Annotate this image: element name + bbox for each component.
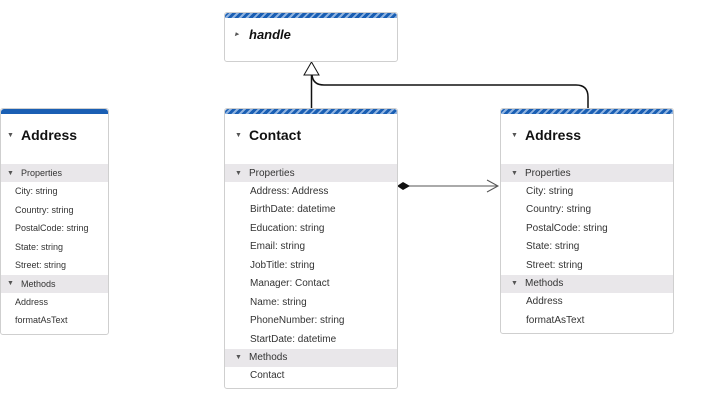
property-item[interactable]: PhoneNumber: string bbox=[250, 315, 345, 327]
properties-section-header[interactable]: ▼ Properties bbox=[1, 164, 108, 182]
section-label: Methods bbox=[249, 352, 288, 363]
inheritance-arrow-icon bbox=[303, 60, 320, 76]
class-name: handle bbox=[249, 26, 291, 42]
method-item[interactable]: formatAsText bbox=[15, 315, 68, 326]
collapse-triangle-icon[interactable]: ▼ bbox=[7, 280, 14, 287]
collapse-triangle-icon[interactable]: ▼ bbox=[511, 169, 518, 177]
property-item[interactable]: Manager: Contact bbox=[250, 278, 330, 290]
property-item[interactable]: JobTitle: string bbox=[250, 259, 315, 271]
properties-section-header[interactable]: ▼ Properties bbox=[225, 164, 397, 182]
class-name: Contact bbox=[249, 127, 302, 143]
property-item[interactable]: City: string bbox=[15, 186, 58, 197]
composition-diamond-icon bbox=[397, 182, 410, 190]
property-item[interactable]: Country: string bbox=[15, 204, 74, 215]
class-name: Address bbox=[525, 127, 582, 143]
class-header-bar bbox=[501, 109, 673, 114]
property-item[interactable]: State: string bbox=[15, 241, 64, 252]
method-item[interactable]: Address bbox=[15, 296, 49, 307]
class-box-handle[interactable]: ▸ handle bbox=[224, 12, 398, 62]
class-name: Address bbox=[21, 127, 78, 143]
collapse-triangle-icon[interactable]: ▼ bbox=[235, 354, 242, 361]
property-item[interactable]: Name: string bbox=[250, 296, 307, 308]
methods-section-header[interactable]: ▼ Methods bbox=[501, 274, 673, 293]
inheritance-line-address bbox=[311, 74, 589, 108]
collapse-triangle-icon[interactable]: ▼ bbox=[7, 169, 14, 177]
property-item[interactable]: Street: string bbox=[526, 259, 583, 271]
class-header-bar bbox=[1, 109, 108, 114]
collapse-triangle-icon[interactable]: ▼ bbox=[235, 169, 242, 177]
collapse-triangle-icon[interactable]: ▼ bbox=[511, 131, 518, 139]
properties-section-header[interactable]: ▼ Properties bbox=[501, 164, 673, 182]
methods-section-header[interactable]: ▼ Methods bbox=[1, 274, 108, 293]
property-item[interactable]: State: string bbox=[526, 241, 580, 253]
property-item[interactable]: Country: string bbox=[526, 204, 592, 216]
property-item[interactable]: PostalCode: string bbox=[526, 222, 608, 234]
class-header-bar bbox=[225, 109, 397, 114]
property-item[interactable]: Education: string bbox=[250, 222, 325, 234]
property-item[interactable]: City: string bbox=[526, 185, 574, 197]
property-item[interactable]: Address: Address bbox=[250, 185, 329, 197]
class-header-bar bbox=[225, 13, 397, 18]
section-label: Properties bbox=[249, 167, 295, 179]
property-item[interactable]: Street: string bbox=[15, 260, 67, 271]
section-label: Methods bbox=[21, 278, 56, 289]
property-item[interactable]: PostalCode: string bbox=[15, 223, 89, 234]
section-label: Methods bbox=[525, 278, 564, 289]
collapse-triangle-icon[interactable]: ▼ bbox=[7, 131, 14, 139]
method-item[interactable]: formatAsText bbox=[526, 314, 585, 326]
methods-section-header[interactable]: ▼ Methods bbox=[225, 348, 397, 367]
collapse-triangle-icon[interactable]: ▼ bbox=[511, 280, 518, 287]
method-item[interactable]: Contact bbox=[250, 370, 285, 382]
property-item[interactable]: Email: string bbox=[250, 241, 306, 253]
collapse-triangle-icon[interactable]: ▼ bbox=[235, 131, 242, 139]
expand-triangle-icon[interactable]: ▸ bbox=[235, 31, 239, 38]
section-label: Properties bbox=[525, 167, 571, 179]
property-item[interactable]: StartDate: datetime bbox=[250, 333, 337, 345]
property-item[interactable]: BirthDate: datetime bbox=[250, 204, 336, 216]
open-arrow-icon bbox=[486, 179, 500, 193]
section-label: Properties bbox=[21, 168, 63, 178]
method-item[interactable]: Address bbox=[526, 296, 563, 308]
